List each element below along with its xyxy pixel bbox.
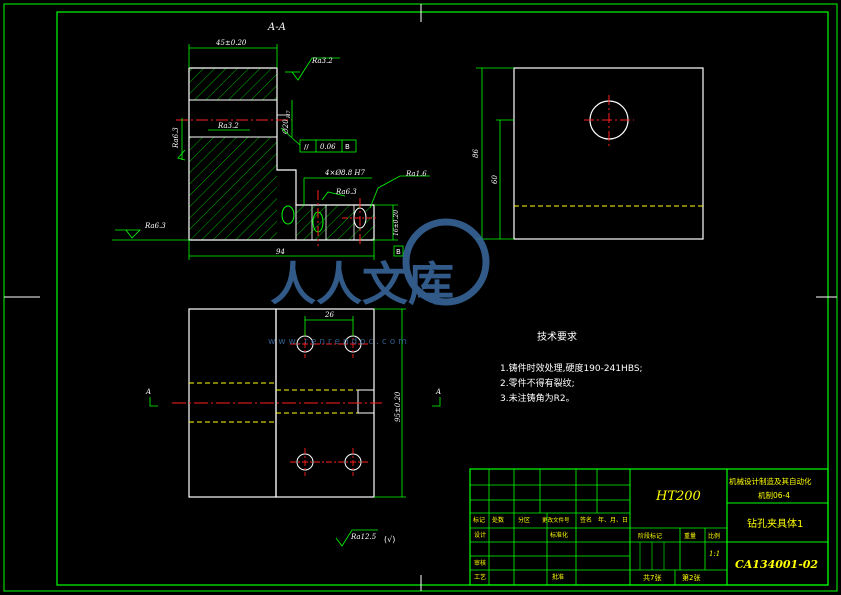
roughness-general-paren: (√) (384, 535, 395, 544)
title-block: 标记 处数 分区 更改文件号 签名 年、月、日 设计 标准化 审核 工艺 批准 … (469, 468, 829, 586)
roughness-r1: Ra3.2 (311, 57, 333, 65)
dim-holes: 4×Ø8.8 H7 (324, 169, 366, 177)
tb-standardize: 标准化 (550, 531, 568, 539)
tb-sheet-no: 第2张 (682, 573, 700, 582)
tb-review: 审核 (474, 559, 486, 567)
dim-side-tol: 16±0.20 (393, 210, 400, 236)
view-label-right: A (435, 388, 441, 396)
gtol-value: 0.06 (320, 143, 336, 151)
roughness-general: Ra12.5 (350, 533, 377, 541)
tech-req-item-2: 2.零件不得有裂纹; (500, 377, 575, 389)
tb-header-count: 处数 (492, 516, 504, 524)
drawing-frame (3, 3, 838, 592)
tb-design: 设计 (474, 531, 486, 539)
tech-req-item-1: 1.铸件时效处理,硬度190-241HBS; (500, 362, 643, 374)
tb-part-name: 钻孔夹具体1 (747, 517, 803, 530)
dim-top-width: 45±0.20 (215, 39, 247, 47)
general-roughness: Ra12.5 (√) (335, 529, 395, 547)
tech-req-item-3: 3.未注铸角为R2。 (500, 392, 575, 404)
tb-header-sign: 签名 (580, 516, 592, 524)
section-label: A-A (267, 22, 286, 33)
tb-scale-label: 比例 (708, 532, 720, 540)
roughness-r4: Ra6.3 (144, 222, 166, 230)
tb-header-zone: 分区 (518, 516, 530, 524)
dim-right-overall: 86 (472, 149, 480, 158)
dim-plan-height: 95±0.20 (394, 391, 402, 422)
tb-weight: 重量 (684, 532, 696, 540)
dim-hole-dia: Ø20 (282, 119, 290, 135)
dim-overall-length: 94 (276, 248, 285, 256)
right-side-view: 86 60 (472, 67, 704, 240)
tb-header-file: 更改文件号 (542, 516, 570, 524)
watermark-logo: 人人文库 (270, 257, 454, 311)
watermark: 人人文库 w w w . r e n r e n d o c . c o m (268, 218, 490, 347)
tb-sheets-total: 共7张 (643, 573, 661, 582)
roughness-r2: Ra3.2 (217, 122, 239, 130)
section-view-a-a: A-A 45±0.20 94 4 (112, 22, 430, 260)
tb-scale: 1:1 (709, 550, 720, 558)
tb-school: 机械设计制造及其自动化 (729, 476, 812, 486)
roughness-r5: Ra6.3 (335, 188, 357, 196)
tb-process: 工艺 (474, 573, 486, 581)
view-label-left: A (145, 388, 151, 396)
technical-requirements: 技术要求 1.铸件时效处理,硬度190-241HBS; 2.零件不得有裂纹; 3… (500, 330, 643, 404)
roughness-r6: Ra1.6 (405, 170, 427, 178)
tech-req-title: 技术要求 (537, 330, 577, 343)
tb-header-date: 年、月、日 (598, 516, 628, 524)
roughness-r3: Ra6.3 (172, 127, 180, 149)
gtol-symbol: // (304, 143, 309, 151)
plan-view: 26 95±0.20 A A (145, 308, 441, 498)
gtol-datum: B (345, 143, 350, 151)
tb-approve: 批准 (552, 573, 564, 581)
tb-material: HT200 (655, 489, 701, 504)
tb-class: 机制06-4 (758, 490, 790, 500)
tb-stage: 阶段标记 (638, 532, 662, 540)
tb-header-mark: 标记 (473, 516, 485, 524)
datum-b-box: B (396, 248, 401, 256)
dim-right-inner: 60 (491, 175, 499, 184)
tb-drawing-no: CA134001-02 (735, 558, 818, 571)
dim-plan-spacing: 26 (324, 311, 334, 319)
watermark-url: w w w . r e n r e n d o c . c o m (268, 337, 407, 347)
dim-hole-fit: H7 (286, 110, 292, 119)
